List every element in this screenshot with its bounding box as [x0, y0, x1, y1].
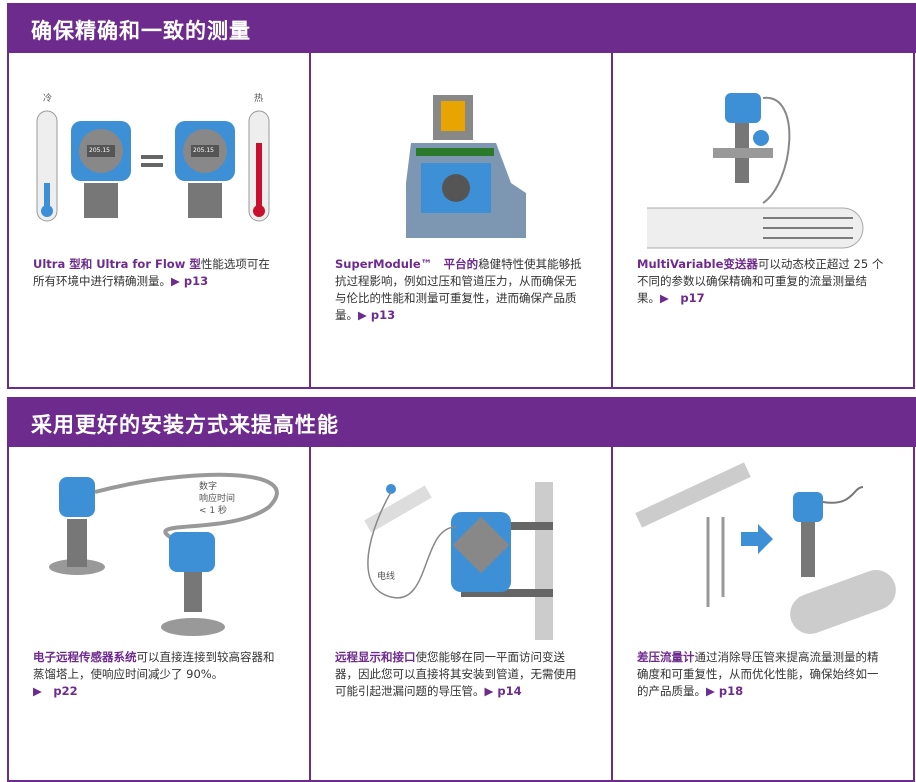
- page-ref-link[interactable]: ▶ p17: [660, 291, 705, 305]
- response-time-note: 数字响应时间< 1 秒: [199, 482, 236, 516]
- panel-remote-sensor: 数字响应时间< 1 秒 电子远程传感器系统可以直接连接到较高容器和蒸馏塔上，使响…: [9, 447, 311, 780]
- cable-label: 电线: [377, 572, 396, 582]
- thermometer-transmitter-illustration: [36, 110, 270, 222]
- panel-description: 电子远程传感器系统可以直接连接到较高容器和蒸馏塔上，使响应时间减少了 90%。▶…: [33, 650, 275, 698]
- panel-multivariable: MultiVariable变送器可以动态校正超过 25 个不同的参数以确保精确和…: [613, 53, 913, 387]
- panel-ultra: 冷 热 205.15 205.15 Ultra 型和 Ultra for Flo…: [9, 53, 311, 387]
- remote-display-illustration: [364, 482, 553, 640]
- panel-description: SuperModule™ 平台的稳健特性使其能够抵抗过程影响，例如过压和管道压力…: [335, 257, 582, 322]
- page-ref-link[interactable]: ▶ p14: [484, 684, 522, 698]
- hot-label: 热: [254, 94, 264, 104]
- page-ref-link[interactable]: ▶ p18: [706, 684, 744, 698]
- page-ref-link[interactable]: ▶ p13: [171, 274, 209, 288]
- multivariable-pipe-illustration: [647, 93, 864, 249]
- panel-description: 远程显示和接口使您能够在同一平面访问变送器，因此您可以直接将其安装到管道，无需使…: [335, 650, 577, 698]
- dp-flowmeter-illustration: [635, 462, 896, 634]
- section-header-accuracy: 确保精确和一致的测量: [7, 3, 916, 53]
- display-value: 205.15: [193, 147, 214, 154]
- panel-description: MultiVariable变送器可以动态校正超过 25 个不同的参数以确保精确和…: [637, 257, 884, 305]
- section-header-installation: 采用更好的安装方式来提高性能: [7, 397, 916, 447]
- section-accuracy-panels: 冷 热 205.15 205.15 Ultra 型和 Ultra for Flo…: [7, 53, 915, 389]
- remote-sensor-illustration: [49, 472, 279, 636]
- panel-dp-flowmeter: 差压流量计通过消除导压管来提高流量测量的精确度和可重复性，从而优化性能，确保始终…: [613, 447, 913, 780]
- panel-remote-display: 电线 远程显示和接口使您能够在同一平面访问变送器，因此您可以直接将其安装到管道，…: [311, 447, 613, 780]
- supermodule-cutaway-illustration: [406, 95, 526, 238]
- section-installation-panels: 数字响应时间< 1 秒 电子远程传感器系统可以直接连接到较高容器和蒸馏塔上，使响…: [7, 447, 915, 782]
- page-ref-link[interactable]: ▶ p13: [358, 308, 396, 322]
- cold-label: 冷: [43, 94, 53, 104]
- display-value: 205.15: [89, 147, 110, 154]
- panel-supermodule: SuperModule™ 平台的稳健特性使其能够抵抗过程影响，例如过压和管道压力…: [311, 53, 613, 387]
- page-ref-link[interactable]: ▶ p22: [33, 684, 78, 698]
- panel-description: Ultra 型和 Ultra for Flow 型性能选项可在所有环境中进行精确…: [33, 257, 270, 288]
- panel-description: 差压流量计通过消除导压管来提高流量测量的精确度和可重复性，从而优化性能，确保始终…: [637, 650, 879, 698]
